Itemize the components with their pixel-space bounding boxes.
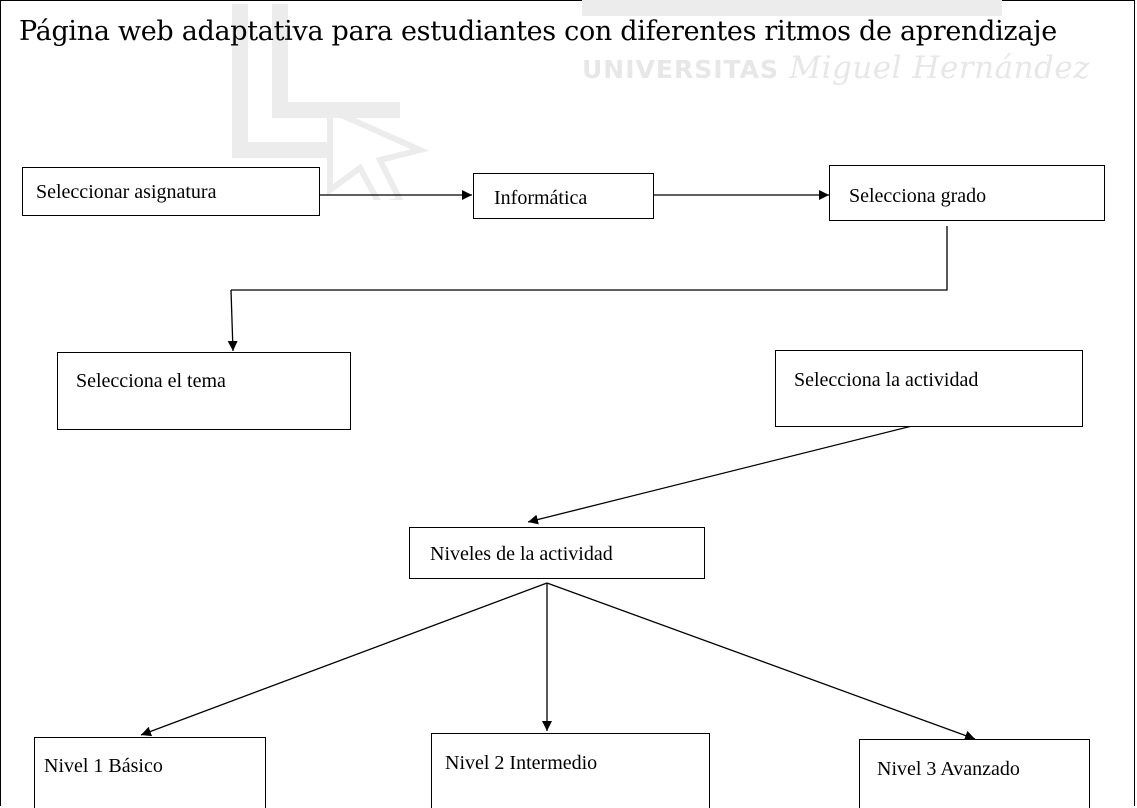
node-label: Selecciona el tema xyxy=(76,370,226,392)
arrow-actividad-to-niveles xyxy=(527,425,913,525)
node-label: Niveles de la actividad xyxy=(430,543,613,565)
node-selecciona-actividad: Selecciona la actividad xyxy=(775,350,1083,427)
node-nivel-avanzado: Nivel 3 Avanzado xyxy=(859,739,1090,808)
connector-grado-to-tema xyxy=(231,226,948,291)
arrow-niveles-to-avanzado xyxy=(546,582,976,741)
node-label: Nivel 2 Intermedio xyxy=(445,752,598,774)
node-label: Selecciona grado xyxy=(849,185,987,207)
node-seleccionar-asignatura: Seleccionar asignatura xyxy=(22,167,320,216)
node-nivel-basico: Nivel 1 Básico xyxy=(34,737,266,808)
node-label: Selecciona la actividad xyxy=(794,369,979,391)
node-label: Seleccionar asignatura xyxy=(36,181,217,203)
node-label: Nivel 3 Avanzado xyxy=(877,758,1020,780)
node-selecciona-tema: Selecciona el tema xyxy=(57,352,351,430)
node-label: Informática xyxy=(494,187,588,209)
node-informatica: Informática xyxy=(473,173,654,219)
arrow-niveles-to-basico xyxy=(140,582,548,737)
diagram-title: Página web adaptativa para estudiantes c… xyxy=(19,16,1057,47)
node-niveles-actividad: Niveles de la actividad xyxy=(409,527,705,579)
node-label: Nivel 1 Básico xyxy=(44,755,163,777)
node-selecciona-grado: Selecciona grado xyxy=(829,165,1105,221)
arrow-to-tema xyxy=(227,289,238,352)
node-nivel-intermedio: Nivel 2 Intermedio xyxy=(431,733,710,808)
